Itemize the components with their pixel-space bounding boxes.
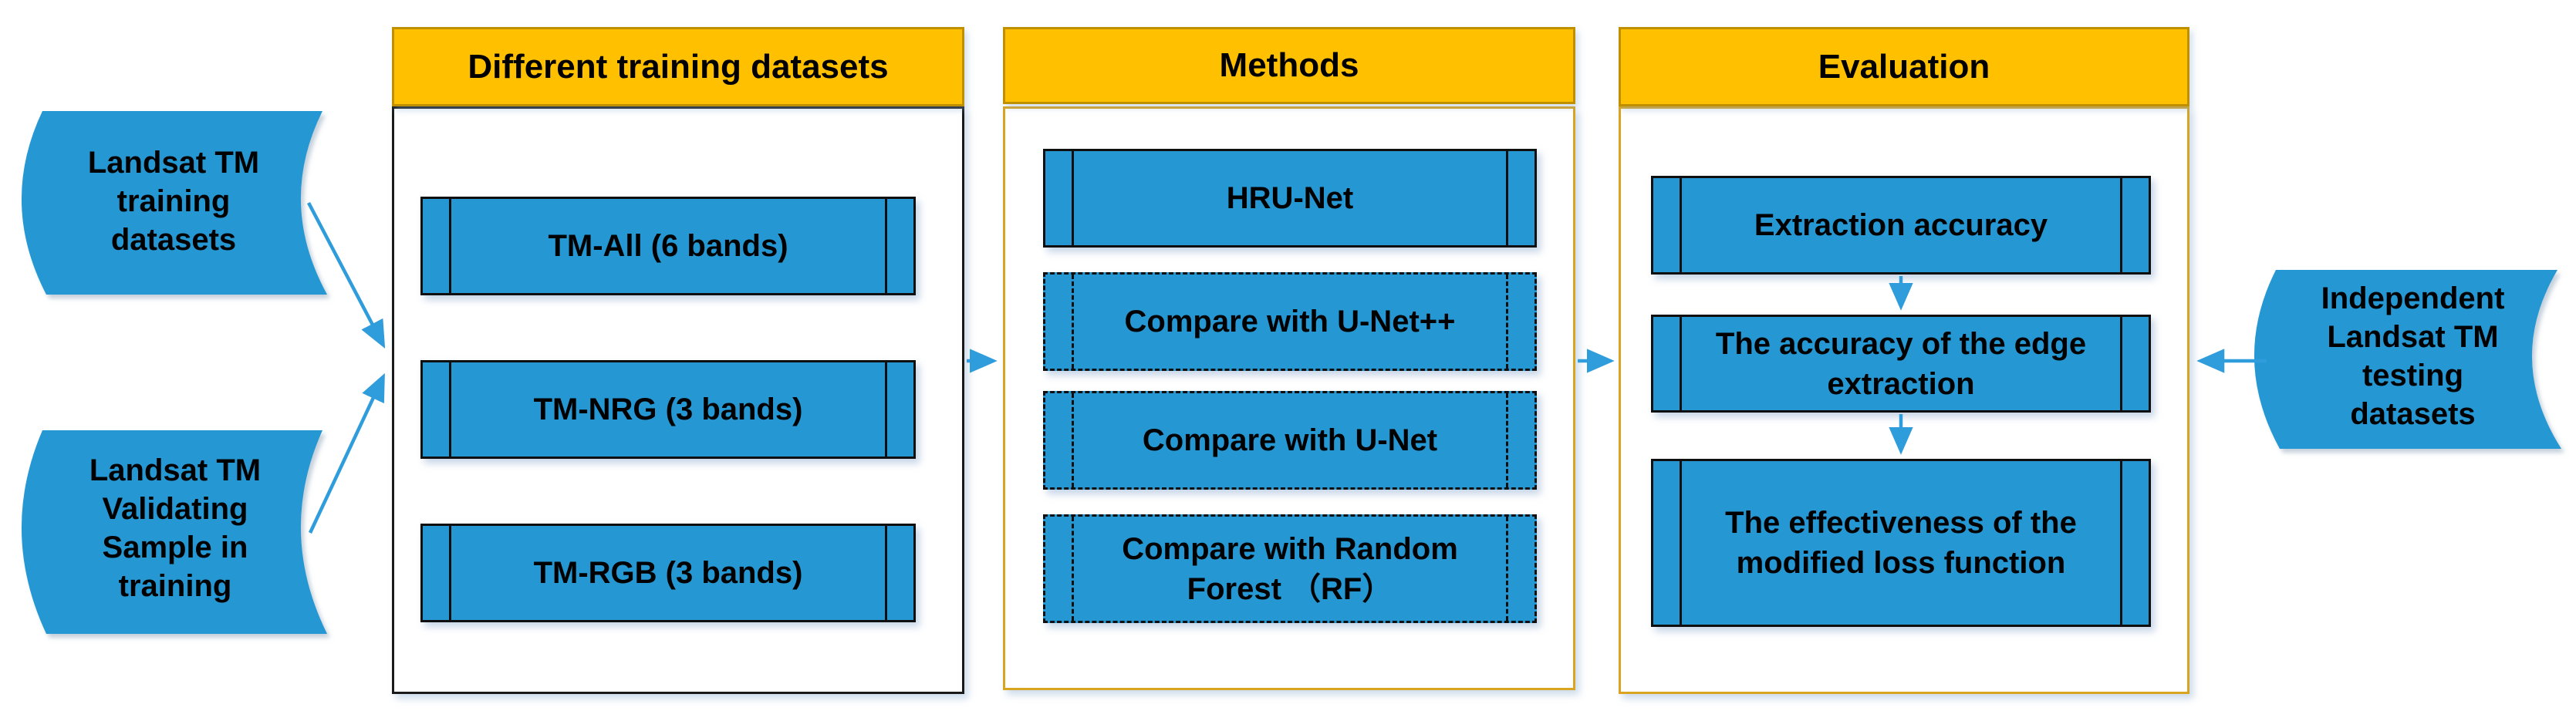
methods-section-header: Methods (1003, 27, 1575, 104)
edge-accuracy-label: The accuracy of the edge extraction (1715, 326, 2087, 401)
arrow-validating-to-datasets (308, 372, 385, 534)
compare-unetpp-box: Compare with U-Net++ (1043, 272, 1537, 371)
loss-effectiveness-box: The effectiveness of the modified loss f… (1651, 459, 2151, 627)
validating-sample-flag-label: Landsat TM Validating Sample in training (89, 453, 262, 603)
tm-nrg-box: TM-NRG (3 bands) (420, 360, 916, 459)
compare-unetpp-label: Compare with U-Net++ (1124, 305, 1456, 339)
extraction-accuracy-label: Extraction accuracy (1754, 208, 2048, 242)
tm-all-box: TM-All (6 bands) (420, 197, 916, 295)
tm-rgb-box: TM-RGB (3 bands) (420, 524, 916, 622)
methods-header-label: Methods (1219, 46, 1359, 84)
hru-net-box: HRU-Net (1043, 149, 1537, 248)
evaluation-section-header: Evaluation (1619, 27, 2189, 106)
tm-nrg-label: TM-NRG (3 bands) (533, 393, 803, 426)
compare-rf-label: Compare with Random Forest （RF） (1122, 531, 1458, 606)
compare-unet-label: Compare with U-Net (1142, 423, 1438, 457)
datasets-header-label: Different training datasets (468, 47, 889, 86)
evaluation-header-label: Evaluation (1818, 47, 1990, 86)
compare-rf-box: Compare with Random Forest （RF） (1043, 514, 1537, 623)
extraction-accuracy-box: Extraction accuracy (1651, 176, 2151, 275)
datasets-section-header: Different training datasets (392, 27, 964, 106)
tm-rgb-label: TM-RGB (3 bands) (533, 556, 803, 590)
testing-datasets-flag-label: Independent Landsat TM testing datasets (2321, 281, 2505, 431)
compare-unet-box: Compare with U-Net (1043, 391, 1537, 490)
hru-net-label: HRU-Net (1226, 181, 1354, 215)
training-datasets-flag-label: Landsat TM training datasets (87, 146, 260, 257)
edge-accuracy-box: The accuracy of the edge extraction (1651, 315, 2151, 413)
tm-all-label: TM-All (6 bands) (548, 229, 788, 263)
loss-effectiveness-label: The effectiveness of the modified loss f… (1725, 506, 2077, 580)
arrow-training-to-datasets (307, 201, 386, 349)
